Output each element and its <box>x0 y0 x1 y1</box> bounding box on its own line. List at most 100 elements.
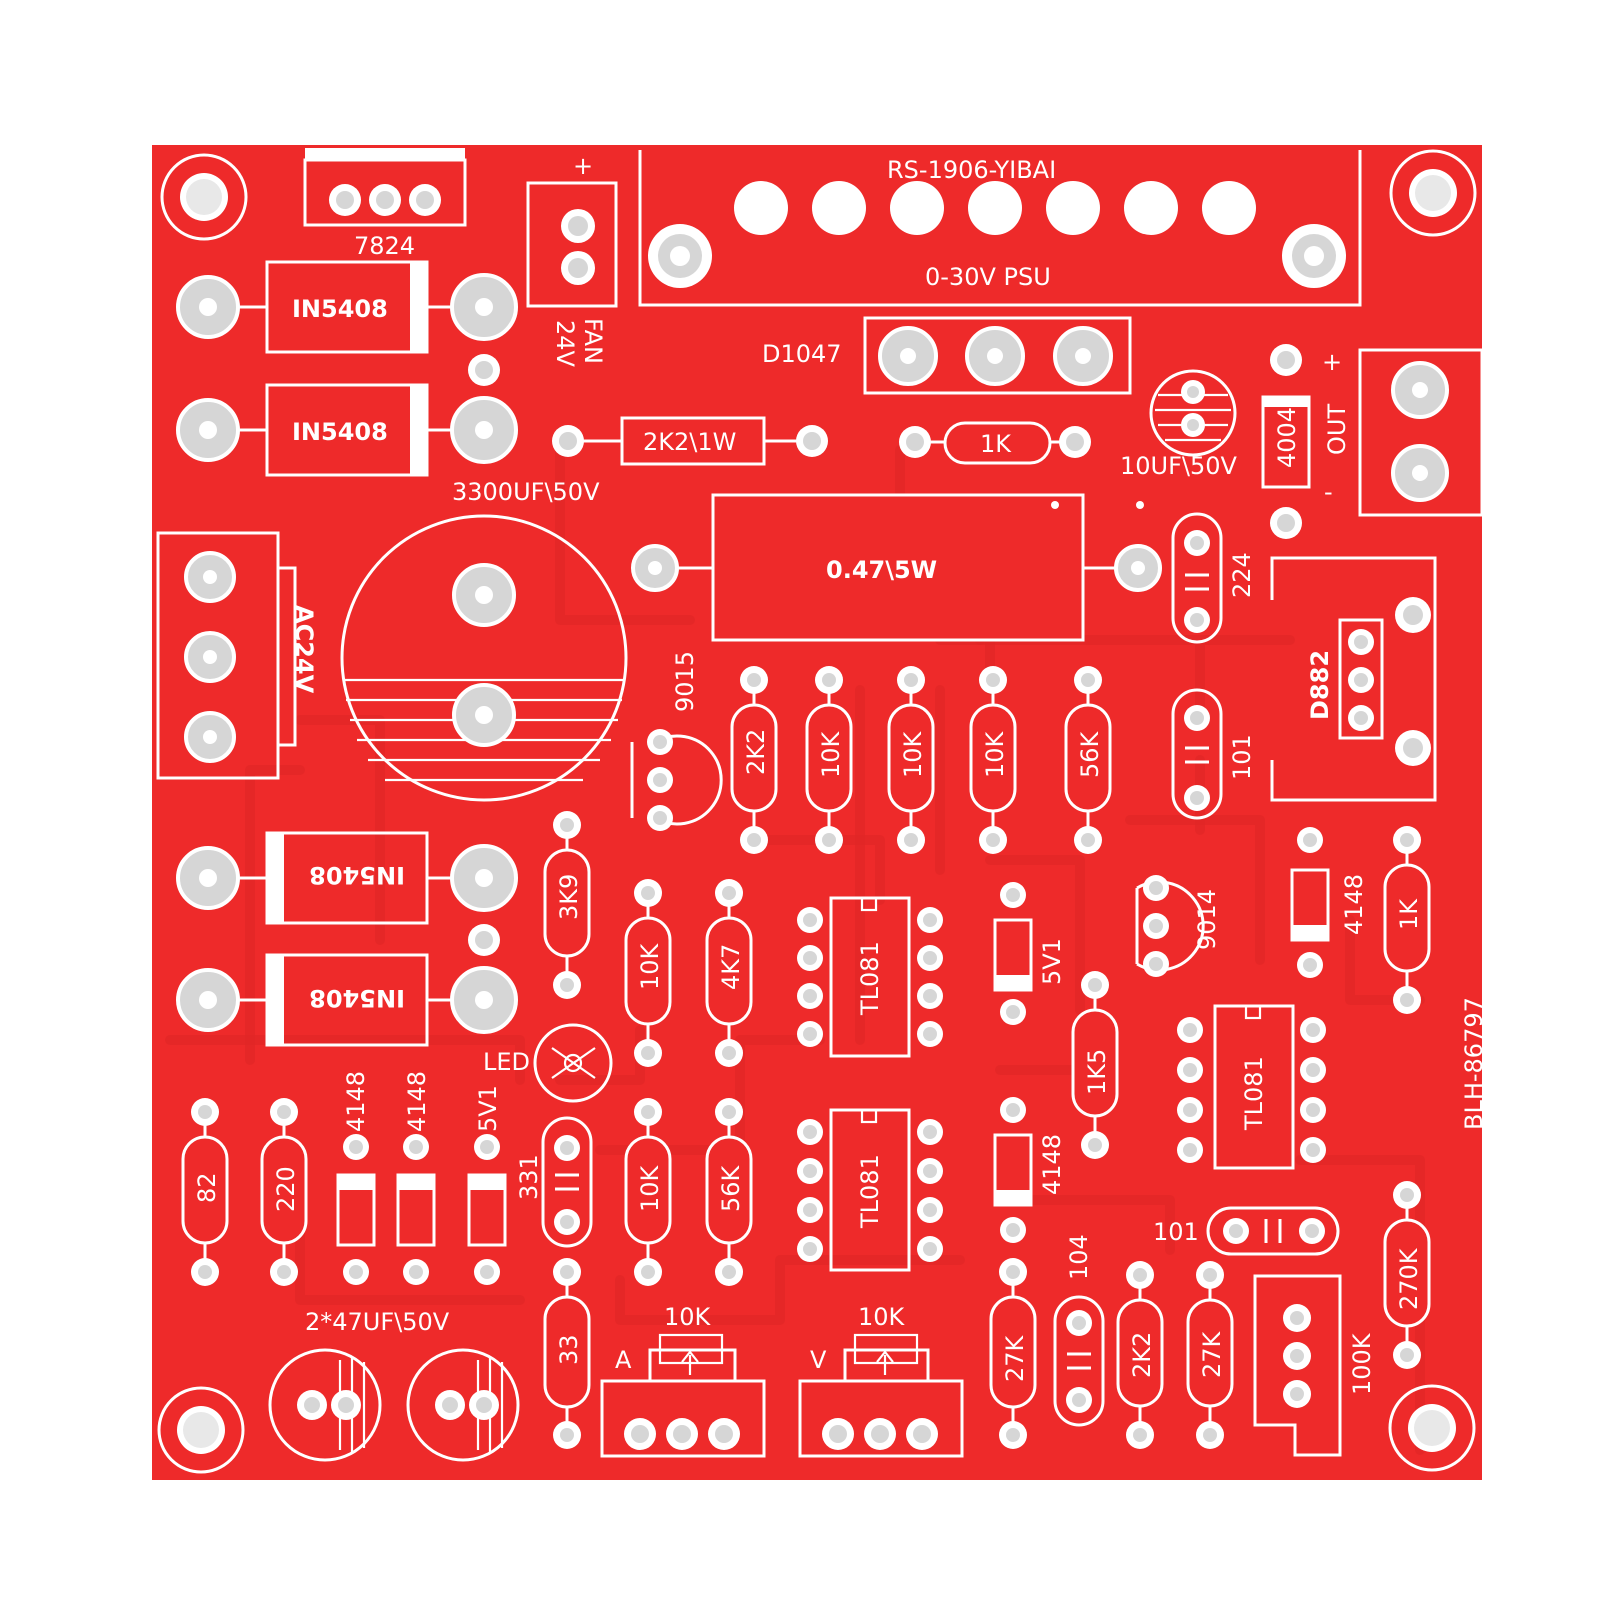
label-1k-b: 1K <box>1395 898 1423 930</box>
diode-d3 <box>176 831 518 925</box>
label-7824: 7824 <box>354 232 415 260</box>
capacitor-104 <box>1053 1295 1105 1427</box>
resistor-56k-a <box>1064 666 1112 854</box>
resistor-10k-e <box>624 1098 672 1286</box>
output-terminal <box>1358 348 1484 517</box>
resistor-10k-c <box>969 666 1017 854</box>
mounting-hole-br <box>1388 1384 1476 1472</box>
label-101-a: 101 <box>1228 734 1256 780</box>
zener-5v1-a <box>993 882 1033 1025</box>
capacitor-10uf <box>1149 369 1237 457</box>
resistor-1k5 <box>1071 971 1119 1159</box>
resistor-10k-d <box>624 879 672 1067</box>
label-4148-d: 4148 <box>1038 1134 1066 1195</box>
label-2k2-b: 2K2 <box>1128 1332 1156 1378</box>
label-pot-a: A <box>615 1346 632 1374</box>
label-ac24v: AC24V <box>290 605 318 694</box>
resistor-10k-b <box>887 666 935 854</box>
diode-d1 <box>176 260 518 354</box>
label-10uf: 10UF\50V <box>1120 452 1238 480</box>
resistor-4k7 <box>705 879 753 1067</box>
mounting-hole-tr <box>1389 149 1477 237</box>
diode-4148-d <box>993 1097 1033 1243</box>
label-047-5w: 0.47\5W <box>826 556 937 584</box>
ac24v-terminal <box>156 531 297 780</box>
label-9015: 9015 <box>671 651 699 712</box>
label-10k-e: 10K <box>636 1164 664 1212</box>
label-tl081-c: TL081 <box>1240 1056 1268 1131</box>
diode-4148-c <box>396 1134 436 1285</box>
label-tl081-a: TL081 <box>856 941 884 1016</box>
label-100k: 100K <box>1348 1332 1376 1395</box>
resistor-27k-b <box>1186 1261 1234 1449</box>
label-9014: 9014 <box>1193 889 1221 950</box>
label-tl081-b: TL081 <box>856 1154 884 1229</box>
resistor-2k2-1w <box>552 416 828 466</box>
diode-d2 <box>176 383 518 477</box>
resistor-56k-b <box>705 1098 753 1286</box>
label-27k-b: 27K <box>1198 1330 1226 1378</box>
mounting-hole-bl <box>157 1386 245 1474</box>
label-2k2-1w: 2K2\1W <box>643 428 736 456</box>
label-1k-top: 1K <box>980 430 1012 458</box>
mounting-hole-tl <box>160 153 248 241</box>
capacitor-47uf-a <box>268 1348 382 1462</box>
label-82: 82 <box>193 1172 221 1203</box>
label-220: 220 <box>272 1166 300 1212</box>
capacitor-47uf-b <box>406 1348 520 1462</box>
psu-display-header <box>638 150 1362 307</box>
label-psu: 0-30V PSU <box>925 263 1051 291</box>
label-4148-b: 4148 <box>342 1071 370 1132</box>
resistor-270k <box>1383 1181 1431 1369</box>
label-model: RS-1906-YIBAI <box>887 156 1056 184</box>
ic-tl081-b <box>797 1108 943 1272</box>
label-4148-c: 4148 <box>403 1071 431 1132</box>
label-serial: BLH-86797 <box>1460 997 1488 1130</box>
label-331: 331 <box>515 1154 543 1200</box>
label-d1: IN5408 <box>292 295 388 323</box>
label-d3: IN5408 <box>309 861 405 889</box>
label-2x47uf: 2*47UF\50V <box>305 1308 450 1336</box>
label-pot-v: V <box>810 1346 827 1374</box>
transistor-9015 <box>630 729 723 831</box>
resistor-1k-top <box>899 421 1091 465</box>
diode-4148-a <box>1290 827 1330 978</box>
resistor-2k2-b <box>1116 1261 1164 1449</box>
resistor-220 <box>260 1098 308 1286</box>
label-56k-a: 56K <box>1076 730 1104 778</box>
label-5v1-a: 5V1 <box>1038 938 1066 985</box>
label-10k-c: 10K <box>981 730 1009 778</box>
resistor-82 <box>181 1098 229 1286</box>
resistor-047-5w <box>631 493 1162 642</box>
diode-4004 <box>1261 344 1311 539</box>
label-4004: 4004 <box>1273 407 1301 468</box>
ic-tl081-c <box>1177 1004 1326 1170</box>
label-10k-b: 10K <box>899 730 927 778</box>
trimmer-100k <box>1253 1274 1342 1457</box>
capacitor-224 <box>1171 512 1223 644</box>
label-out-minus: - <box>1324 478 1333 506</box>
label-4k7: 4K7 <box>717 944 745 990</box>
label-33: 33 <box>555 1334 583 1365</box>
label-4148-a: 4148 <box>1340 874 1368 935</box>
label-out: OUT <box>1323 404 1351 455</box>
label-1k5: 1K5 <box>1083 1049 1111 1095</box>
label-10k-a: 10K <box>817 730 845 778</box>
resistor-33 <box>543 1258 591 1449</box>
label-led: LED <box>483 1048 530 1076</box>
label-101-b: 101 <box>1153 1218 1199 1246</box>
capacitor-101-a <box>1171 688 1223 820</box>
label-104: 104 <box>1065 1234 1093 1280</box>
label-pot-v-value: 10K <box>858 1303 906 1331</box>
potentiometer-a <box>600 1333 766 1458</box>
label-pot-a-value: 10K <box>664 1303 712 1331</box>
label-d2: IN5408 <box>292 418 388 446</box>
resistor-2k2-a <box>730 666 778 854</box>
label-3300uf: 3300UF\50V <box>452 478 600 506</box>
label-56k-b: 56K <box>717 1164 745 1212</box>
label-2k2-a: 2K2 <box>742 729 770 775</box>
potentiometer-v <box>798 1333 964 1458</box>
label-10k-d: 10K <box>636 942 664 990</box>
label-out-plus: + <box>1322 348 1342 376</box>
